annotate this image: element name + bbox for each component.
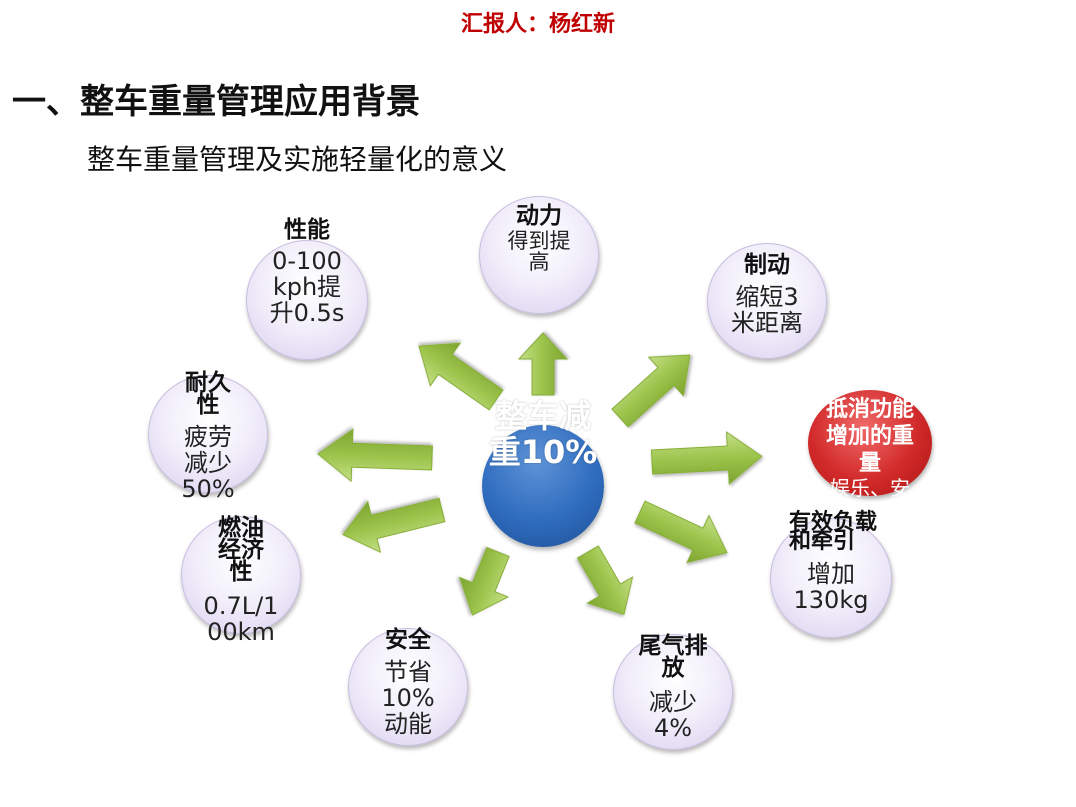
node-durability-head: 耐久性: [185, 370, 231, 418]
node-offset-head: 抵消功能增加的重量: [825, 397, 914, 476]
node-performance: 性能 0-100kph提升0.5s: [246, 219, 368, 360]
node-offset-circle: [808, 390, 932, 496]
node-durability-body: 疲劳减少50%: [181, 423, 235, 503]
node-offset-body: 娱乐、安全、环保: [830, 476, 910, 522]
node-safety-body: 节省10%动能: [381, 658, 435, 738]
node-safety: 安全 节省10%动能: [348, 628, 468, 746]
center-circle: [482, 425, 604, 547]
arrow-lower-right: [634, 500, 728, 564]
node-power-head: 动力: [516, 203, 562, 229]
reporter-line: 汇报人：杨红新: [460, 12, 615, 37]
arrow-right: [650, 431, 763, 486]
node-braking: 制动 缩短3米距离: [707, 243, 827, 359]
node-performance-body: 0-100kph提升0.5s: [269, 247, 345, 327]
node-fuel-body: 0.7L/100km: [203, 592, 279, 646]
node-power: 动力 得到提高: [479, 196, 599, 314]
arrow-down-left: [458, 546, 510, 616]
node-emission-body: 减少4%: [649, 688, 697, 742]
arrow-up: [517, 332, 569, 396]
node-emission: 尾气排放 减少4%: [613, 634, 733, 750]
node-fuel-head: 燃油经济性: [218, 515, 264, 585]
arrow-lower-left: [342, 497, 446, 554]
arrow-left: [317, 428, 433, 483]
node-durability: 耐久性 疲劳减少50%: [148, 370, 268, 502]
slide-title: 一、整车重量管理应用背景: [12, 82, 420, 122]
node-safety-head: 安全: [385, 627, 431, 653]
node-offset: 抵消功能增加的重量 娱乐、安全、环保: [820, 396, 920, 521]
slide-subtitle: 整车重量管理及实施轻量化的意义: [87, 143, 508, 176]
arrow-upper-left: [418, 342, 504, 411]
center-label: 整车减重10%: [488, 397, 598, 471]
node-fuel: 燃油经济性 0.7L/100km: [181, 515, 301, 645]
node-payload-body: 增加130kg: [793, 560, 869, 614]
node-payload-head: 有效负载和牵引: [789, 510, 878, 554]
node-power-body: 得到提高: [507, 229, 571, 274]
node-performance-head: 性能: [284, 217, 330, 243]
arrow-upper-right: [611, 354, 691, 428]
node-braking-body: 缩短3米距离: [731, 283, 803, 337]
arrow-down-right: [576, 545, 634, 615]
node-emission-head: 尾气排放: [638, 633, 708, 681]
node-payload: 有效负载和牵引 增加130kg: [770, 512, 892, 638]
node-braking-head: 制动: [744, 252, 790, 278]
